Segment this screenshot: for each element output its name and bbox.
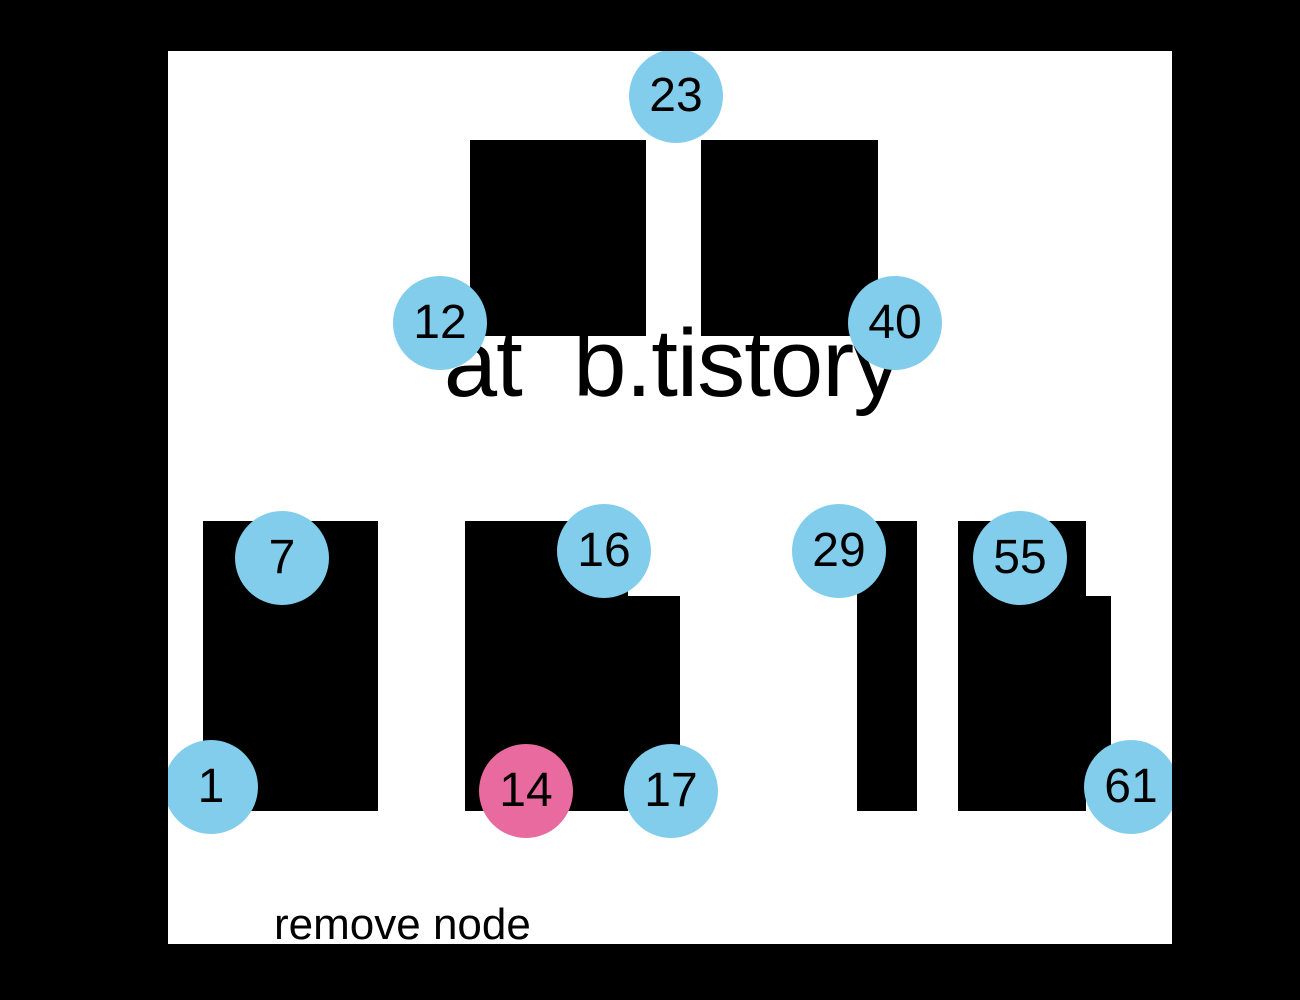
tree-node-label: 17 [644, 764, 698, 817]
tree-node-label: 23 [649, 69, 703, 122]
tree-node-12[interactable]: 12 [393, 276, 487, 370]
watermark-text: at b.tistory [443, 310, 902, 417]
tree-node-label: 14 [499, 764, 553, 817]
tree-node-1[interactable]: 1 [168, 740, 258, 834]
tree-node-14[interactable]: 14 [479, 744, 573, 838]
tree-node-label: 61 [1104, 760, 1158, 813]
tree-node-label: 12 [413, 296, 467, 349]
tree-node-29[interactable]: 29 [792, 504, 886, 598]
tree-node-7[interactable]: 7 [235, 511, 329, 605]
tree-node-23[interactable]: 23 [629, 51, 723, 143]
tree-node-label: 29 [812, 524, 866, 577]
edge-23-40 [701, 140, 878, 336]
tree-node-label: 1 [197, 760, 225, 813]
tree-node-55[interactable]: 55 [973, 511, 1067, 605]
tree-node-label: 16 [577, 524, 631, 577]
tree-node-40[interactable]: 40 [848, 276, 942, 370]
caption-label: remove node [274, 900, 531, 945]
tree-node-16[interactable]: 16 [557, 504, 651, 598]
tree-canvas: at b.tistory 23 12 40 7 16 29 55 1 14 [168, 51, 1172, 944]
edge-23-12 [470, 140, 646, 336]
tree-node-61[interactable]: 61 [1084, 740, 1172, 834]
tree-node-label: 55 [993, 531, 1047, 584]
tree-node-label: 40 [868, 296, 922, 349]
tree-node-17[interactable]: 17 [624, 744, 718, 838]
tree-node-label: 7 [268, 531, 296, 584]
